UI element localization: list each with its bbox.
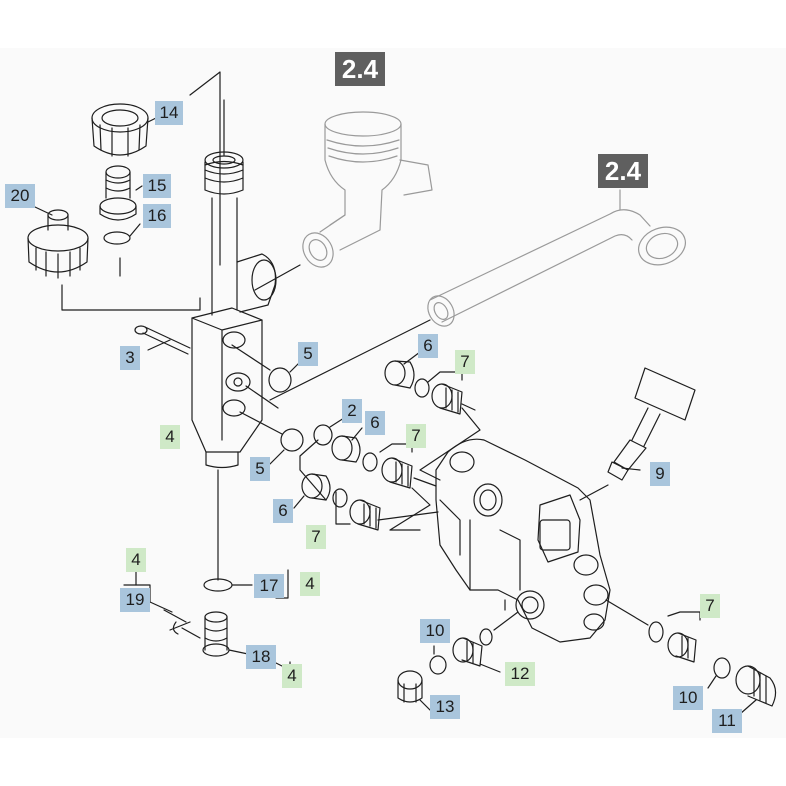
callout-17: 17	[254, 574, 284, 598]
union-nut-14	[91, 103, 157, 157]
callout-18: 18	[246, 645, 276, 669]
callout-13: 13	[430, 695, 460, 719]
callout-10-right: 10	[673, 686, 703, 710]
callout-19: 19	[120, 588, 150, 612]
callout-4-ring: 4	[300, 572, 320, 596]
callout-20: 20	[5, 184, 35, 208]
hose-nipple-15	[99, 165, 143, 221]
garden-coupling-20	[27, 206, 89, 279]
callout-3: 3	[120, 346, 140, 370]
o-ring-10-right	[707, 657, 731, 689]
pump-head-body	[435, 438, 611, 643]
valve-seat-6-mid	[331, 427, 363, 463]
manifold-block-4	[191, 307, 263, 469]
callout-4-manifold: 4	[160, 425, 180, 449]
o-ring-5-lower	[269, 428, 304, 465]
assembly-lines	[217, 344, 649, 631]
callout-14: 14	[155, 101, 183, 125]
valve-7-top	[431, 383, 463, 415]
valve-12-left	[452, 628, 501, 673]
o-ring-16	[103, 223, 141, 245]
phantom-supply-pipe	[269, 189, 686, 401]
valve-seat-6-low	[293, 473, 331, 509]
plug-11	[735, 665, 777, 715]
valve-7-low	[349, 499, 381, 531]
o-ring-17	[203, 578, 253, 592]
kit-brackets-7	[299, 371, 481, 531]
callout-11: 11	[712, 709, 742, 733]
valve-7-right	[648, 611, 701, 663]
fitting-18	[202, 611, 249, 657]
screw-3	[134, 325, 191, 355]
callout-4-hose: 4	[126, 548, 146, 572]
o-ring-10-left	[429, 645, 447, 675]
callout-6-mid: 6	[365, 411, 385, 435]
callout-7-mid: 7	[406, 424, 426, 448]
hose-19	[149, 601, 201, 639]
o-ring-2	[313, 417, 345, 446]
valve-7-mid	[381, 457, 413, 489]
inlet-riser-pipe	[204, 99, 277, 316]
plug-13	[397, 670, 433, 713]
callout-6-top: 6	[418, 334, 438, 358]
callout-5-lower: 5	[250, 457, 270, 481]
reference-box-2.4-right: 2.4	[598, 154, 648, 188]
callout-6-low: 6	[273, 499, 293, 523]
valve-o-rings	[332, 378, 430, 508]
callout-15: 15	[143, 174, 171, 198]
callout-5-upper: 5	[298, 342, 318, 366]
callout-2: 2	[342, 399, 362, 423]
callout-12: 12	[505, 662, 535, 686]
plunger-tool-9	[607, 367, 696, 481]
callout-16: 16	[143, 204, 171, 228]
callout-7-top: 7	[455, 350, 475, 374]
callout-7-right: 7	[700, 594, 720, 618]
group-bracket-inlet	[61, 71, 221, 311]
reference-box-2.4-top: 2.4	[335, 52, 385, 86]
callout-10-left: 10	[420, 619, 450, 643]
valve-seat-6-top	[384, 351, 421, 389]
callout-4-fitting: 4	[282, 664, 302, 688]
phantom-filter-housing	[254, 111, 433, 291]
callout-7-low: 7	[306, 525, 326, 549]
diagram-background	[0, 48, 786, 738]
callout-9: 9	[650, 462, 670, 486]
